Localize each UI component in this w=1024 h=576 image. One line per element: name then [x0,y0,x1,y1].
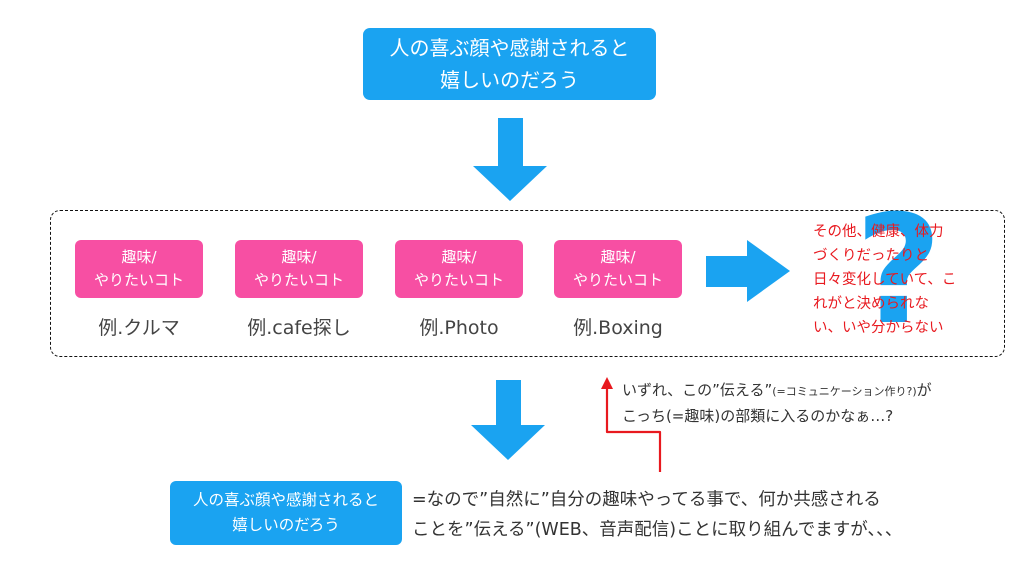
hobbies-group [50,210,1005,357]
side-note-line1-pre: いずれ、この”伝える” [622,381,773,399]
hobby-box-4-line1: 趣味/ [600,248,636,266]
hobby-box-3-line2: やりたいコト [413,271,504,289]
bottom-box-line2: 嬉しいのだろう [232,516,340,534]
side-note-line1-post: が [916,381,932,399]
red-connector [605,388,662,472]
top-box-line1: 人の喜ぶ顔や感謝されると [389,36,630,60]
hobby-example-3: 例.Photo [419,317,499,339]
hobby-box-3: 趣味/ やりたいコト [395,240,523,298]
side-note-line1: いずれ、この”伝える”(=コミュニケーション作り?)が [622,378,932,404]
hobby-box-1-line2: やりたいコト [93,271,184,289]
top-box-line2: 嬉しいのだろう [440,68,579,92]
hobby-box-2-line2: やりたいコト [253,271,344,289]
red-annotation-line: 日々変化していて、こ [813,272,957,288]
down-arrow-bottom [471,380,545,460]
conclusion-line2: ことを”伝える”(WEB、音声配信)ことに取り組んでますが、、、 [412,520,903,540]
red-annotation: その他、健康、体力 づくりだったりと 日々変化していて、こ れがと決められな い… [813,220,998,340]
right-arrow [706,240,790,302]
hobby-example-1: 例.クルマ [98,317,180,339]
side-note-line1-small: (=コミュニケーション作り?) [772,385,917,398]
top-idea-box: 人の喜ぶ顔や感謝されると 嬉しいのだろう [363,28,656,100]
conclusion-text: =なので”自然に”自分の趣味やってる事で、何か共感される ことを”伝える”(WE… [412,485,902,545]
hobby-box-1: 趣味/ やりたいコト [75,240,203,298]
hobby-box-4: 趣味/ やりたいコト [554,240,682,298]
question-mark-icon: ? [855,184,943,358]
red-annotation-line: その他、健康、体力 [813,224,944,240]
down-arrow-top [473,118,547,201]
conclusion-line1: =なので”自然に”自分の趣味やってる事で、何か共感される [412,490,881,510]
hobby-box-3-line1: 趣味/ [441,248,477,266]
red-annotation-line: づくりだったりと [813,248,929,264]
bottom-box-line1: 人の喜ぶ顔や感謝されると [192,491,379,509]
hobby-box-1-line1: 趣味/ [121,248,157,266]
hobby-box-2-line1: 趣味/ [281,248,317,266]
bottom-idea-box: 人の喜ぶ顔や感謝されると 嬉しいのだろう [170,481,402,545]
hobby-box-4-line2: やりたいコト [572,271,663,289]
hobby-example-4: 例.Boxing [573,317,663,339]
red-annotation-line: い、いや分からない [813,320,944,336]
hobby-example-2: 例.cafe探し [247,317,351,339]
side-note: いずれ、この”伝える”(=コミュニケーション作り?)が こっち(=趣味)の部類に… [622,378,932,429]
side-note-line2: こっち(=趣味)の部類に入るのかなぁ…? [622,407,894,425]
hobby-box-2: 趣味/ やりたいコト [235,240,363,298]
red-annotation-line: れがと決められな [813,296,929,312]
red-arrowhead [601,377,613,389]
